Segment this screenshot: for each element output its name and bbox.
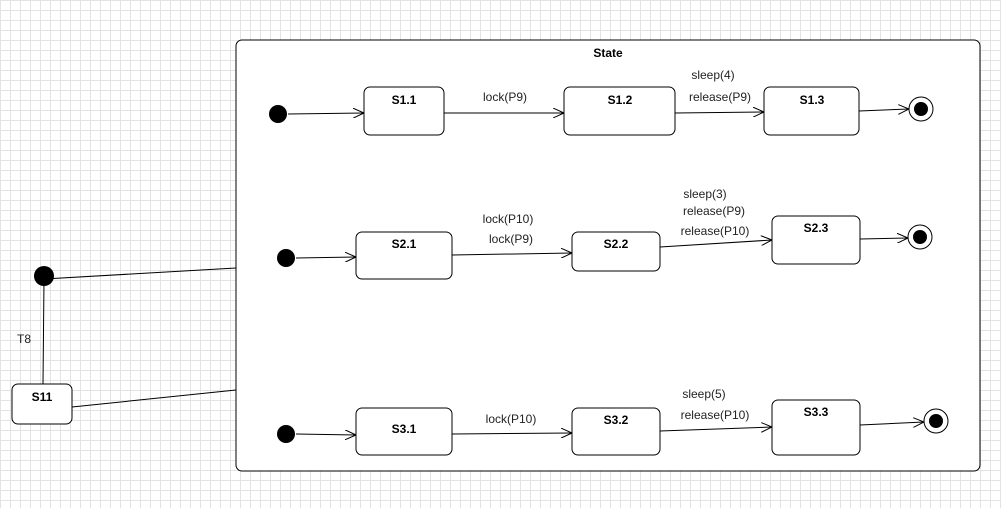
region-3-transition-2 [659, 427, 772, 431]
state-s2-3[interactable]: S2.3 [771, 215, 861, 265]
region-1: S1.1 lock(P9) S1.2 sleep(4) release(P9) … [269, 68, 934, 136]
region-1-final-transition [858, 109, 909, 111]
region-1-transition-2-label-line-2: release(P9) [689, 90, 751, 104]
region-2-final-node[interactable] [907, 224, 933, 250]
region-1-transition-2 [674, 112, 764, 113]
outside-group: T8 S11 [11, 266, 237, 425]
region-3-transition-1-label-line-1: lock(P10) [486, 412, 537, 426]
transition-line-t8 [42, 278, 45, 385]
region-2-initial-node[interactable] [277, 249, 295, 267]
region-2-transition-2-label-line-2: release(P9) [683, 204, 745, 218]
region-3-transition-1 [451, 433, 572, 434]
region-1-transition-2-label-line-1: sleep(4) [691, 68, 734, 82]
region-2-transition-1-label-line-2: lock(P9) [489, 232, 533, 246]
state-s3-3-box [771, 399, 861, 456]
transition-label-t8: T8 [17, 332, 31, 346]
state-s1-2-label: S1.2 [608, 93, 633, 107]
region-1-final-node[interactable] [908, 96, 934, 122]
region-2-initial-transition [295, 257, 356, 258]
region-3-final-node[interactable] [923, 408, 949, 434]
region-2-transition-2-label-line-3: release(P10) [681, 224, 750, 238]
region-2-transition-2 [659, 240, 772, 248]
state-s2-3-label: S2.3 [804, 221, 829, 235]
region-3-transition-2-label-line-1: sleep(5) [682, 387, 725, 401]
state-s1-1-box [363, 86, 445, 136]
state-s1-3-label: S1.3 [800, 93, 825, 107]
region-2: S2.1 lock(P10) lock(P9) S2.2 sleep(3) re… [277, 187, 933, 280]
state-s2-1-box [355, 231, 453, 280]
state-s11-box [11, 383, 73, 425]
state-s3-3[interactable]: S3.3 [771, 399, 861, 456]
state-s11-label: S11 [32, 390, 53, 404]
region-2-final-transition [859, 238, 908, 239]
state-s3-2[interactable]: S3.2 [571, 407, 661, 456]
state-s1-2-box [563, 86, 676, 136]
link-initial-to-composite [43, 267, 237, 280]
state-s1-2[interactable]: S1.2 [563, 86, 676, 136]
state-s3-1-label: S3.1 [392, 422, 417, 436]
state-s3-1-box [355, 407, 453, 456]
composite-state-title: State [593, 46, 623, 60]
link-s11-to-composite [71, 389, 237, 408]
region-3: S3.1 lock(P10) S3.2 sleep(5) release(P10… [277, 387, 949, 456]
state-s2-3-box [771, 215, 861, 265]
state-s3-2-label: S3.2 [604, 413, 629, 427]
state-s2-1-label: S2.1 [392, 237, 417, 251]
state-s2-2[interactable]: S2.2 [571, 231, 661, 272]
region-3-final-transition [859, 422, 924, 425]
state-s3-3-label: S3.3 [804, 405, 829, 419]
region-1-initial-transition [287, 113, 364, 114]
region-3-initial-transition [295, 434, 356, 435]
state-s1-3[interactable]: S1.3 [763, 86, 860, 136]
region-2-transition-2-label-line-1: sleep(3) [683, 187, 726, 201]
state-s3-1[interactable]: S3.1 [355, 407, 453, 456]
region-1-initial-node[interactable] [269, 105, 287, 123]
state-s2-2-box [571, 231, 661, 272]
state-s2-2-label: S2.2 [604, 237, 629, 251]
state-s2-1[interactable]: S2.1 [355, 231, 453, 280]
outer-initial-node[interactable] [34, 266, 54, 286]
region-3-transition-2-label-line-2: release(P10) [681, 408, 750, 422]
region-2-transition-1 [451, 253, 572, 255]
region-2-transition-1-label-line-1: lock(P10) [483, 212, 534, 226]
state-s1-1[interactable]: S1.1 [363, 86, 445, 136]
state-s3-2-box [571, 407, 661, 456]
state-s1-1-label: S1.1 [392, 93, 417, 107]
region-1-transition-1-label-line-1: lock(P9) [483, 90, 527, 104]
region-3-initial-node[interactable] [277, 425, 295, 443]
state-s11[interactable]: S11 [11, 383, 73, 425]
